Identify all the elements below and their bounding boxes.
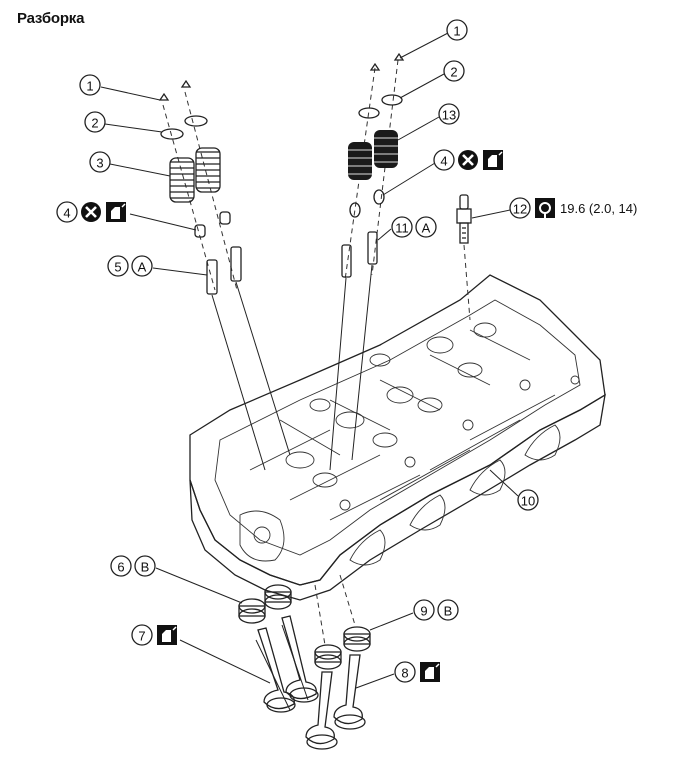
svg-text:4: 4 — [440, 154, 447, 169]
svg-text:13: 13 — [442, 108, 456, 123]
svg-text:1: 1 — [453, 24, 460, 39]
callout-10: 10 — [489, 469, 539, 511]
svg-text:2: 2 — [450, 65, 457, 80]
right-valve-stack — [329, 52, 405, 471]
no-reuse-icon — [458, 150, 478, 170]
callout-4-left: 4 — [56, 201, 197, 231]
svg-text:7: 7 — [138, 629, 145, 644]
svg-text:3: 3 — [96, 156, 103, 171]
apply-oil-icon — [106, 202, 126, 222]
svg-text:B: B — [444, 604, 453, 619]
apply-oil-icon — [483, 150, 503, 170]
left-valve-stack — [158, 79, 291, 471]
callout-13: 13 — [397, 103, 460, 141]
svg-text:8: 8 — [401, 666, 408, 681]
callout-3: 3 — [89, 151, 171, 177]
svg-text:2: 2 — [91, 116, 98, 131]
bottom-valves — [238, 574, 371, 750]
svg-text:12: 12 — [513, 202, 527, 217]
callout-9: 9 B — [369, 599, 459, 631]
callout-8: 8 — [355, 661, 440, 689]
callout-12: 12 19.6 (2.0, 14) — [471, 197, 637, 219]
svg-text:B: B — [141, 560, 150, 575]
callouts: 1 1 2 2 3 — [56, 19, 637, 689]
callout-5: 5 A — [107, 255, 208, 277]
right-valve-springs — [348, 130, 398, 180]
no-reuse-icon — [81, 202, 101, 222]
spark-plug — [456, 194, 472, 321]
callout-4-right: 4 — [382, 149, 503, 196]
svg-text:1: 1 — [86, 79, 93, 94]
callout-2-left: 2 — [84, 111, 163, 133]
callout-7: 7 — [131, 624, 271, 684]
torque-wrench-icon — [535, 198, 555, 218]
callout-6: 6 B — [110, 555, 243, 604]
apply-oil-icon — [420, 662, 440, 682]
svg-text:A: A — [422, 221, 431, 236]
page-title: Разборка — [17, 10, 85, 27]
cylinder-head — [189, 274, 606, 601]
left-valve-springs — [169, 147, 221, 203]
callout-11: 11 A — [377, 216, 437, 241]
svg-text:5: 5 — [114, 260, 121, 275]
svg-text:9: 9 — [420, 604, 427, 619]
apply-oil-icon — [157, 625, 177, 645]
svg-text:A: A — [138, 260, 147, 275]
torque-spec: 19.6 (2.0, 14) — [560, 201, 637, 216]
svg-text:11: 11 — [395, 221, 409, 236]
svg-text:10: 10 — [521, 494, 535, 509]
callout-2-right: 2 — [399, 60, 465, 99]
callout-1-right: 1 — [399, 19, 468, 59]
svg-text:4: 4 — [63, 206, 70, 221]
callout-1-left: 1 — [79, 74, 161, 101]
svg-text:6: 6 — [117, 560, 124, 575]
